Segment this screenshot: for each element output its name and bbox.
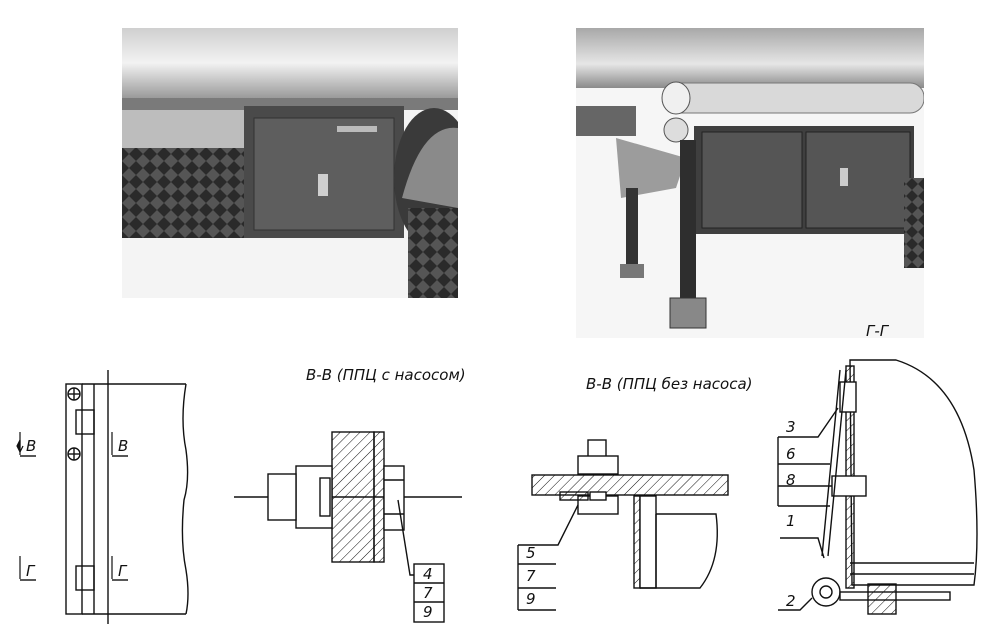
callout-9-a: 9 <box>423 603 433 621</box>
callout-5: 5 <box>526 544 536 562</box>
cut-label-g-right: Г <box>118 562 128 580</box>
section-title-without-pump: В-В (ППЦ без насоса) <box>586 375 753 393</box>
callout-7-b: 7 <box>526 567 536 585</box>
cut-label-b-right: В <box>118 437 128 455</box>
callout-3: 3 <box>786 418 796 436</box>
photo-toolbox-left <box>122 28 458 298</box>
callout-4: 4 <box>423 565 433 583</box>
section-gg <box>777 359 978 615</box>
callout-7-a: 7 <box>423 584 433 602</box>
callout-2: 2 <box>786 592 796 610</box>
side-view-panel <box>20 370 189 624</box>
cut-label-b-left: В <box>26 437 36 455</box>
callout-1: 1 <box>786 512 796 530</box>
callout-6: 6 <box>786 445 796 463</box>
cut-label-g-left: Г <box>26 562 36 580</box>
photo-toolbox-right <box>576 28 924 338</box>
section-title-gg: Г-Г <box>866 322 890 340</box>
section-title-with-pump: В-В (ППЦ с насосом) <box>306 366 466 384</box>
callout-9-b: 9 <box>526 590 536 608</box>
section-without-pump <box>517 439 729 611</box>
callout-8: 8 <box>786 471 796 489</box>
section-with-pump <box>234 431 462 623</box>
